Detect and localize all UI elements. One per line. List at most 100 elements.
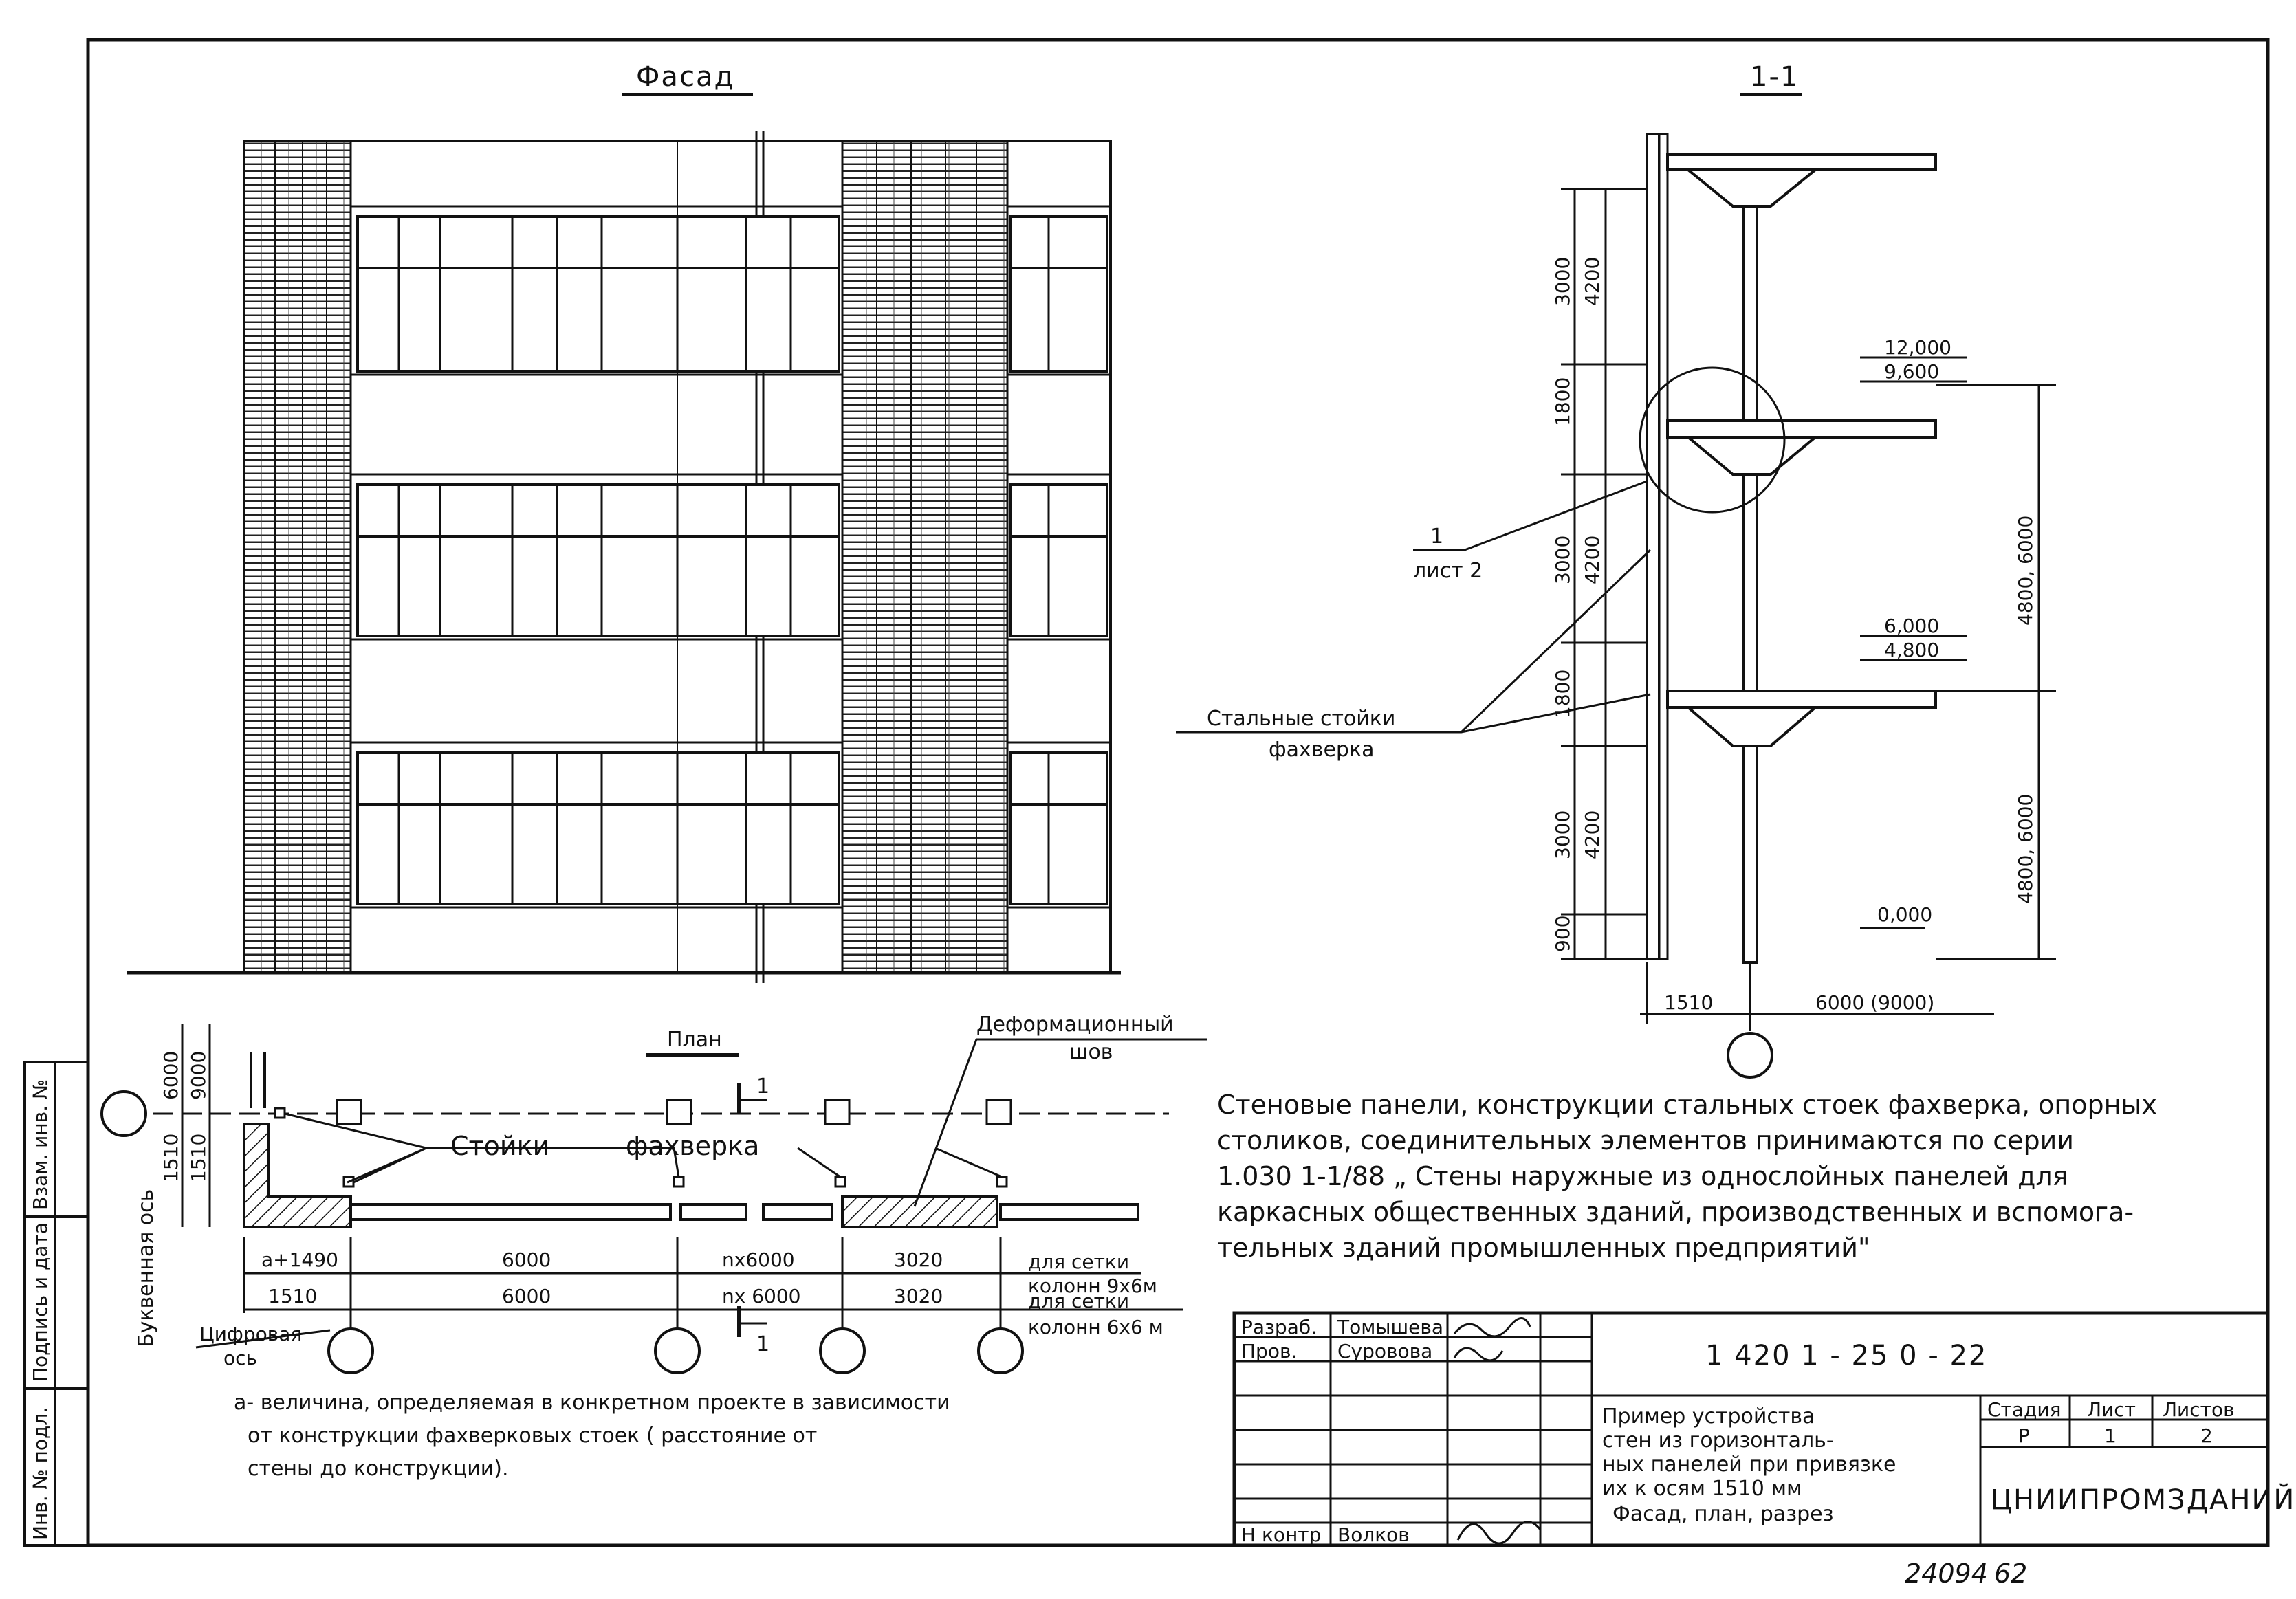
bottom-ref-b: 62 (1994, 1558, 2027, 1589)
grid2-line1: для сетки (1028, 1290, 1129, 1312)
section-column (1742, 205, 1758, 964)
stamp-code: 1 420 1 - 25 0 - 22 (1705, 1340, 1987, 1371)
note-line-5: тельных зданий промышленных предприятий" (1217, 1233, 1870, 1263)
detail-circle (1639, 366, 1786, 514)
footnote-line-2: от конструкции фахверковых стоек ( расст… (248, 1424, 817, 1448)
facade-title: Фасад (636, 61, 734, 93)
callout-number: 1 (1430, 525, 1443, 549)
plan-row2-c: nx 6000 (722, 1285, 800, 1308)
sec-dim-4200-b: 4200 (1581, 536, 1604, 584)
signature-3 (1456, 1521, 1542, 1545)
stamp-title-1: Пример устройства (1602, 1404, 1815, 1429)
sec-dim-3000-b: 3000 (1551, 536, 1574, 584)
side-stamp: Взам. инв. № Подпись и дата Инв. № подл. (23, 1061, 89, 1547)
footnote-line-3: стены до конструкции). (248, 1457, 509, 1481)
plan-axis-bubble-1 (327, 1327, 374, 1374)
plan-posts-label-b: фахверка (626, 1131, 759, 1161)
callout-sheet: лист 2 (1413, 559, 1483, 583)
level-6000: 6,000 (1884, 615, 1939, 637)
stamp-stage-header: Стадия (1987, 1398, 2061, 1421)
notes-block: Стеновые панели, конструкции стальных ст… (234, 1090, 2157, 1481)
axis-letter-label: Буквенная ось (134, 1189, 158, 1347)
sec-dim-right-lower: 4800, 6000 (2014, 794, 2037, 904)
plan-row1-d: 3020 (894, 1248, 943, 1271)
plan-vdim-1510-b: 1510 (187, 1134, 210, 1182)
section-title: 1-1 (1750, 61, 1799, 93)
posts-label-line1: Стальные стойки (1207, 707, 1395, 731)
sec-dim-900: 900 (1551, 916, 1574, 952)
note-line-2: столиков, соединительных элементов прини… (1217, 1125, 2074, 1156)
stamp-name-norm: Волков (1337, 1523, 1410, 1546)
axis-digit-line2: ось (223, 1347, 257, 1369)
stamp-title-3: ных панелей при привязке (1602, 1453, 1896, 1477)
stamp-title-2: стен из горизонталь- (1602, 1429, 1834, 1453)
window-band-3 (356, 751, 1108, 905)
facade-view: Фасад (127, 61, 1121, 983)
deform-joint-line2: шов (1069, 1040, 1113, 1064)
plan-vdim-9000: 9000 (187, 1051, 210, 1100)
note-line-3: 1.030 1-1/88 „ Стены наружные из односло… (1217, 1161, 2068, 1191)
side-stamp-signature: Подпись и дата (29, 1222, 52, 1382)
side-stamp-inventory: Инв. № подл. (29, 1407, 52, 1540)
footnote-line-1: a- величина, определяемая в конкретном п… (234, 1391, 950, 1415)
plan-title: План (667, 1028, 722, 1052)
title-block: Разраб. Томышева Пров. Суровова Н контр … (1232, 1311, 2294, 1547)
plan-view: План 6000 9000 1510 1510 (100, 1013, 1207, 1374)
section-view: 1-1 3000 (1176, 61, 2056, 1079)
sec-dim-1800-a: 1800 (1551, 377, 1574, 426)
grid2-line2: колонн 6х6 м (1028, 1316, 1163, 1338)
sec-dim-3000-c: 3000 (1551, 810, 1574, 859)
plan-cut-mark-top: 1 (756, 1074, 769, 1099)
sec-bottom-1510: 1510 (1664, 991, 1713, 1014)
sheet-frame (86, 38, 2270, 1547)
stamp-role-checker: Пров. (1241, 1340, 1297, 1363)
signature-2 (1453, 1347, 1504, 1362)
sec-dim-4200-a: 4200 (1581, 257, 1604, 306)
plan-posts-label-a: Стойки (450, 1131, 549, 1161)
stamp-stage: Р (2018, 1424, 2030, 1447)
stamp-title-4: их к осям 1510 мм (1602, 1477, 1802, 1501)
stamp-sheet: 1 (2104, 1424, 2117, 1447)
window-band-2 (356, 483, 1108, 637)
note-line-1: Стеновые панели, конструкции стальных ст… (1217, 1090, 2157, 1120)
note-line-4: каркасных общественных зданий, производс… (1217, 1197, 2134, 1227)
side-stamp-replace: Взам. инв. № (29, 1079, 52, 1210)
plan-vdim-1510-a: 1510 (160, 1134, 182, 1182)
sec-dim-4200-c: 4200 (1581, 810, 1604, 859)
stamp-title-5: Фасад, план, разрез (1612, 1502, 1834, 1526)
bottom-ref-a: 24094 (1905, 1558, 1988, 1589)
signature-1 (1453, 1317, 1531, 1338)
sec-dim-3000-a: 3000 (1551, 257, 1574, 306)
plan-axis-bubble-4 (977, 1327, 1024, 1374)
grid1-line1: для сетки (1028, 1250, 1129, 1273)
level-9600: 9,600 (1884, 360, 1939, 383)
plan-row2-d: 3020 (894, 1285, 943, 1308)
posts-label-line2: фахверка (1269, 738, 1374, 762)
plan-vdim-6000: 6000 (160, 1051, 182, 1100)
stamp-name-developer: Томышева (1337, 1316, 1443, 1338)
level-12000: 12,000 (1884, 336, 1951, 359)
plan-row2-b: 6000 (502, 1285, 551, 1308)
plan-corner-wall (243, 1123, 352, 1228)
plan-row1-c: nx6000 (722, 1248, 795, 1271)
axis-digit-line1: Цифровая (199, 1323, 302, 1345)
stamp-sheets: 2 (2200, 1424, 2213, 1447)
stamp-sheets-header: Листов (2163, 1398, 2235, 1421)
plan-row2-a: 1510 (268, 1285, 317, 1308)
plan-axis-bubble-3 (819, 1327, 866, 1374)
grid1-line2: колонн 9х6м (1028, 1275, 1157, 1297)
level-4800: 4,800 (1884, 639, 1939, 661)
stamp-role-norm: Н контр (1241, 1523, 1321, 1546)
level-zero: 0,000 (1877, 903, 1932, 926)
window-band-1 (356, 215, 1108, 373)
stamp-name-checker: Суровова (1337, 1340, 1432, 1363)
stamp-sheet-header: Лист (2087, 1398, 2136, 1421)
plan-axis-bubble-2 (654, 1327, 701, 1374)
plan-center-wall (841, 1195, 998, 1228)
plan-row1-a: a+1490 (261, 1248, 338, 1271)
sec-dim-right-upper: 4800, 6000 (2014, 516, 2037, 626)
brick-pier-center (841, 140, 1009, 974)
brick-pier-left (243, 140, 352, 974)
plan-axis-bubble-letter (100, 1090, 147, 1137)
